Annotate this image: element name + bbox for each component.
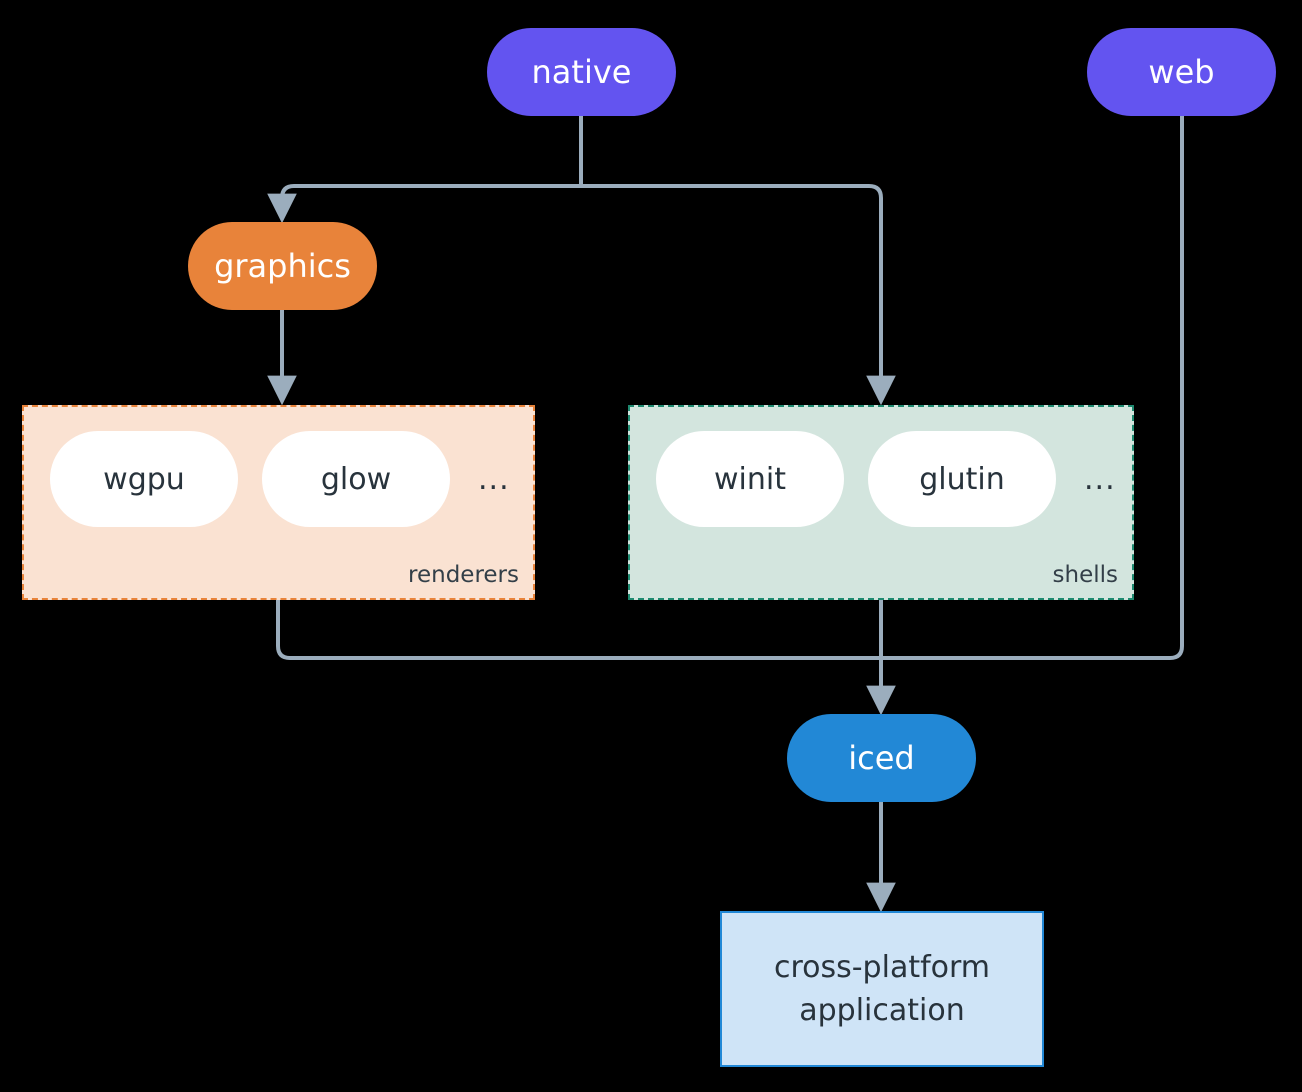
- node-graphics[interactable]: graphics: [188, 222, 377, 310]
- application-label-line1: cross-platform: [773, 949, 991, 985]
- edge-native-to-graphics: [267, 184, 581, 224]
- leaf-node-winit[interactable]: winit: [656, 431, 844, 527]
- node-native-label: native: [531, 53, 632, 91]
- leaf-node-wgpu-label: wgpu: [103, 461, 185, 497]
- node-cross-platform-application[interactable]: cross-platform application: [720, 911, 1044, 1067]
- renderers-ellipsis: ...: [478, 461, 510, 497]
- edge-renderers-to-iced: [276, 600, 881, 660]
- node-web[interactable]: web: [1087, 28, 1276, 116]
- leaf-node-winit-label: winit: [714, 461, 786, 497]
- leaf-node-glow[interactable]: glow: [262, 431, 450, 527]
- leaf-node-wgpu[interactable]: wgpu: [50, 431, 238, 527]
- node-native[interactable]: native: [487, 28, 676, 116]
- group-renderers-items: wgpu glow ...: [50, 431, 510, 527]
- leaf-node-glutin-label: glutin: [919, 461, 1005, 497]
- leaf-node-glutin[interactable]: glutin: [868, 431, 1056, 527]
- node-iced[interactable]: iced: [787, 714, 976, 802]
- node-web-label: web: [1148, 53, 1215, 91]
- group-shells-items: winit glutin ...: [656, 431, 1116, 527]
- node-graphics-label: graphics: [214, 247, 351, 285]
- application-label-line2: application: [799, 993, 965, 1028]
- group-renderers: wgpu glow ... renderers: [22, 405, 535, 600]
- edge-native-to-shells: [581, 184, 896, 406]
- group-renderers-label: renderers: [408, 562, 519, 588]
- leaf-node-glow-label: glow: [320, 461, 392, 497]
- shells-ellipsis: ...: [1084, 461, 1116, 497]
- node-iced-label: iced: [848, 739, 915, 777]
- group-shells-label: shells: [1052, 562, 1118, 588]
- group-shells: winit glutin ... shells: [628, 405, 1134, 600]
